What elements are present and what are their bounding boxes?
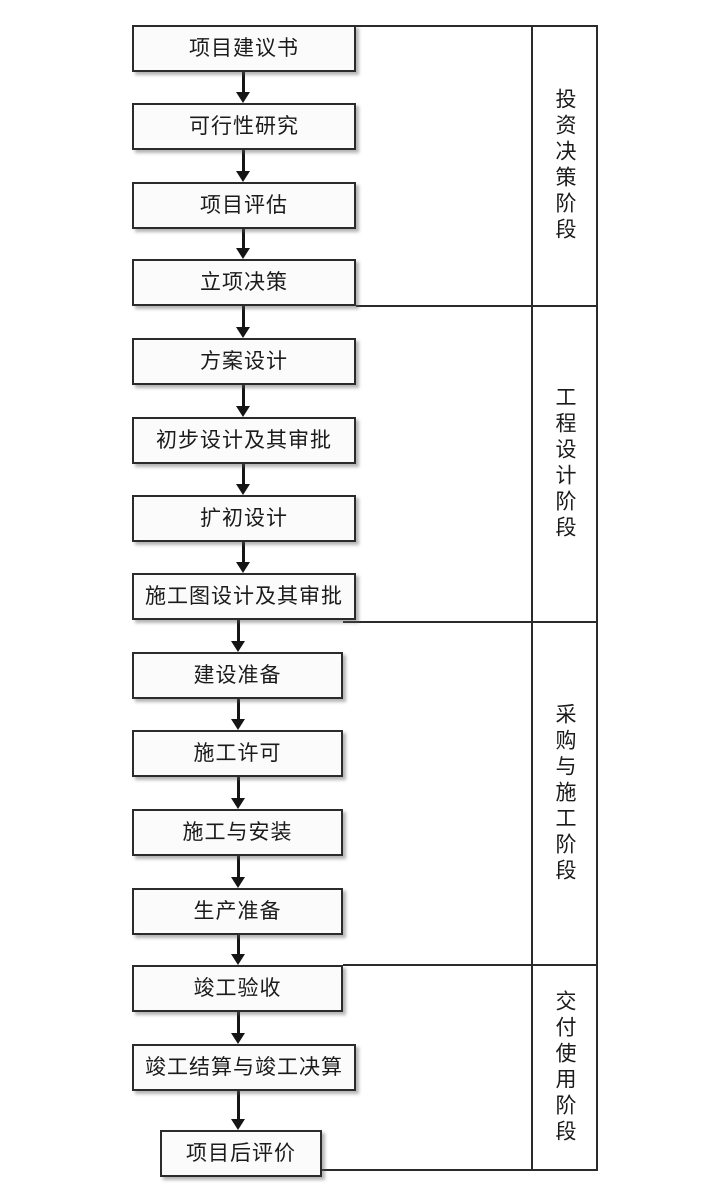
connector-arrowhead bbox=[236, 248, 250, 259]
process-node-construction-preparation[interactable]: 建设准备 bbox=[132, 652, 343, 699]
connector-shaft bbox=[236, 777, 240, 799]
process-node-completion-acceptance[interactable]: 竣工验收 bbox=[132, 965, 343, 1012]
phase-rule-top bbox=[356, 25, 598, 27]
connector-arrowhead bbox=[231, 641, 245, 652]
process-node-label: 项目评估 bbox=[200, 193, 288, 217]
process-node-label: 初步设计及其审批 bbox=[156, 428, 332, 452]
connector-arrowhead bbox=[236, 92, 250, 103]
phase-cell-engineering-design: 工程设计阶段 bbox=[533, 307, 596, 621]
process-node-label: 立项决策 bbox=[200, 270, 288, 294]
process-node-approval-decision[interactable]: 立项决策 bbox=[132, 259, 356, 306]
phase-column-outer-line bbox=[596, 25, 598, 1171]
phase-cell-investment-decision: 投资决策阶段 bbox=[533, 27, 596, 305]
connector-arrowhead bbox=[231, 877, 245, 888]
process-node-label: 项目后评价 bbox=[186, 1141, 296, 1165]
process-node-label: 可行性研究 bbox=[189, 114, 299, 138]
connector-arrowhead bbox=[236, 562, 250, 573]
connector-shaft bbox=[241, 72, 245, 93]
process-node-construction-drawing-approval[interactable]: 施工图设计及其审批 bbox=[132, 573, 356, 620]
process-node-extended-preliminary-design[interactable]: 扩初设计 bbox=[132, 495, 356, 542]
phase-rule-p3-p4 bbox=[343, 964, 598, 966]
connector-shaft bbox=[236, 620, 240, 642]
connector-arrowhead bbox=[231, 954, 245, 965]
phase-rule-bottom bbox=[322, 1169, 598, 1171]
connector-shaft bbox=[236, 699, 240, 720]
process-node-final-settlement-accounts[interactable]: 竣工结算与竣工决算 bbox=[132, 1044, 356, 1091]
phase-label-procurement-construction: 采购与施工阶段 bbox=[553, 702, 577, 885]
process-node-project-proposal[interactable]: 项目建议书 bbox=[132, 25, 356, 72]
connector-arrowhead bbox=[231, 1119, 245, 1130]
connector-shaft bbox=[241, 464, 245, 485]
connector-shaft bbox=[241, 229, 245, 249]
process-node-schematic-design[interactable]: 方案设计 bbox=[132, 338, 356, 385]
process-node-post-project-evaluation[interactable]: 项目后评价 bbox=[160, 1130, 322, 1177]
process-node-label: 项目建议书 bbox=[189, 36, 299, 60]
process-node-label: 竣工结算与竣工决算 bbox=[145, 1055, 343, 1079]
connector-arrowhead bbox=[236, 171, 250, 182]
connector-arrowhead bbox=[236, 484, 250, 495]
connector-shaft bbox=[236, 1012, 240, 1034]
process-node-label: 施工图设计及其审批 bbox=[145, 584, 343, 608]
process-node-label: 施工许可 bbox=[193, 741, 282, 765]
connector-shaft bbox=[241, 306, 245, 328]
process-node-preliminary-design-approval[interactable]: 初步设计及其审批 bbox=[132, 417, 356, 464]
phase-label-engineering-design: 工程设计阶段 bbox=[553, 386, 577, 542]
process-node-label: 建设准备 bbox=[193, 663, 282, 687]
connector-arrowhead bbox=[231, 1033, 245, 1044]
process-node-label: 生产准备 bbox=[193, 899, 282, 923]
process-node-label: 竣工验收 bbox=[193, 976, 282, 1000]
phase-label-investment-decision: 投资决策阶段 bbox=[553, 88, 577, 244]
connector-arrowhead bbox=[236, 327, 250, 338]
process-node-construction-permit[interactable]: 施工许可 bbox=[132, 730, 343, 777]
process-node-label: 方案设计 bbox=[200, 349, 288, 373]
connector-shaft bbox=[241, 150, 245, 172]
process-node-label: 施工与安装 bbox=[182, 820, 293, 844]
phase-column-inner-line bbox=[531, 25, 533, 1171]
phase-label-handover-use: 交付使用阶段 bbox=[553, 989, 577, 1146]
connector-shaft bbox=[236, 935, 240, 955]
connector-shaft bbox=[241, 542, 245, 563]
connector-arrowhead bbox=[231, 719, 245, 730]
process-node-feasibility-study[interactable]: 可行性研究 bbox=[132, 103, 356, 150]
connector-arrowhead bbox=[231, 798, 245, 809]
phase-rule-p1-p2 bbox=[356, 305, 598, 307]
phase-cell-procurement-construction: 采购与施工阶段 bbox=[533, 623, 596, 964]
connector-shaft bbox=[236, 856, 240, 878]
process-node-production-preparation[interactable]: 生产准备 bbox=[132, 888, 343, 935]
phase-rule-p2-p3 bbox=[343, 621, 598, 623]
phase-cell-handover-use: 交付使用阶段 bbox=[533, 966, 596, 1169]
process-node-project-appraisal[interactable]: 项目评估 bbox=[132, 182, 356, 229]
connector-shaft bbox=[241, 385, 245, 407]
connector-arrowhead bbox=[236, 406, 250, 417]
process-node-construction-installation[interactable]: 施工与安装 bbox=[132, 809, 343, 856]
connector-shaft bbox=[236, 1091, 240, 1120]
process-node-label: 扩初设计 bbox=[200, 506, 288, 530]
